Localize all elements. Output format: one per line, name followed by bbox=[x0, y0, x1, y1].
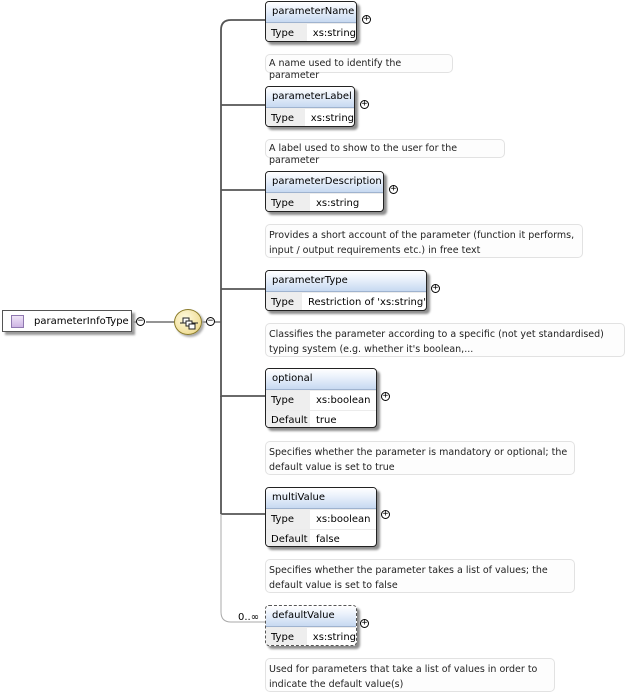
sequence-icon bbox=[180, 317, 198, 330]
element-parameter-label[interactable]: parameterLabel Type xs:string bbox=[265, 86, 355, 127]
plus-icon[interactable]: + bbox=[360, 99, 369, 109]
sequence-compositor[interactable] bbox=[174, 309, 202, 335]
element-property-row: Default true bbox=[266, 410, 376, 427]
cardinality-label: 0..∞ bbox=[238, 612, 260, 623]
plus-icon[interactable]: + bbox=[389, 184, 398, 194]
property-value: xs:boolean bbox=[316, 395, 371, 406]
root-type-label: parameterInfoType bbox=[34, 315, 129, 327]
property-value: true bbox=[316, 415, 337, 426]
property-key: Type bbox=[266, 109, 305, 126]
plus-icon[interactable]: + bbox=[381, 391, 390, 401]
element-parameter-type[interactable]: parameterType Type Restriction of 'xs:st… bbox=[265, 270, 427, 311]
element-documentation: A label used to show to the user for the… bbox=[265, 139, 505, 166]
property-key: Type bbox=[266, 510, 310, 529]
element-parameter-description[interactable]: parameterDescription Type xs:string bbox=[265, 171, 384, 212]
plus-icon[interactable]: + bbox=[360, 618, 369, 628]
minus-icon[interactable]: − bbox=[136, 316, 145, 326]
complex-type-icon bbox=[11, 314, 24, 328]
property-value: xs:boolean bbox=[316, 514, 371, 525]
element-property-row: Type xs:string bbox=[266, 627, 356, 645]
element-name: parameterLabel bbox=[266, 87, 354, 108]
minus-icon[interactable]: − bbox=[206, 316, 215, 326]
property-key: Default bbox=[266, 530, 310, 546]
element-multi-value[interactable]: multiValue Type xs:boolean Default false bbox=[265, 487, 377, 547]
property-key: Type bbox=[266, 293, 302, 310]
plus-icon[interactable]: + bbox=[381, 509, 390, 519]
root-type-node[interactable]: parameterInfoType bbox=[2, 310, 132, 332]
property-value: xs:string bbox=[312, 28, 356, 39]
element-documentation: Specifies whether the parameter is manda… bbox=[265, 441, 575, 475]
plus-icon[interactable]: + bbox=[362, 14, 371, 24]
element-documentation: A name used to identify the parameter bbox=[265, 54, 453, 81]
element-property-row: Type Restriction of 'xs:string' bbox=[266, 292, 426, 310]
property-key: Default bbox=[266, 411, 310, 427]
optional-branch-line bbox=[220, 514, 265, 623]
element-name: multiValue bbox=[266, 488, 376, 509]
element-parameter-name[interactable]: parameterName Type xs:string bbox=[265, 1, 357, 42]
element-name: parameterDescription bbox=[266, 172, 383, 193]
property-key: Type bbox=[266, 391, 310, 410]
element-property-row: Default false bbox=[266, 529, 376, 546]
element-documentation: Specifies whether the parameter takes a … bbox=[265, 559, 575, 593]
property-value: xs:string bbox=[316, 198, 360, 209]
plus-icon[interactable]: + bbox=[431, 283, 440, 293]
property-value: xs:string bbox=[310, 113, 354, 124]
element-optional[interactable]: optional Type xs:boolean Default true bbox=[265, 368, 377, 428]
trunk-line bbox=[220, 19, 265, 397]
element-property-row: Type xs:boolean bbox=[266, 390, 376, 410]
element-default-value[interactable]: defaultValue Type xs:string bbox=[265, 605, 357, 646]
element-name: parameterType bbox=[266, 271, 426, 292]
property-value: xs:string bbox=[312, 632, 356, 643]
property-key: Type bbox=[266, 628, 307, 645]
property-value: false bbox=[316, 534, 340, 545]
element-name: defaultValue bbox=[266, 606, 356, 627]
element-documentation: Classifies the parameter according to a … bbox=[265, 323, 625, 357]
element-property-row: Type xs:string bbox=[266, 193, 383, 211]
element-name: parameterName bbox=[266, 2, 356, 23]
element-property-row: Type xs:string bbox=[266, 23, 356, 41]
element-documentation: Used for parameters that take a list of … bbox=[265, 658, 555, 692]
property-value: Restriction of 'xs:string' bbox=[307, 297, 426, 308]
property-key: Type bbox=[266, 24, 307, 41]
property-key: Type bbox=[266, 194, 310, 211]
element-documentation: Provides a short account of the paramete… bbox=[265, 224, 583, 258]
element-property-row: Type xs:boolean bbox=[266, 509, 376, 529]
element-property-row: Type xs:string bbox=[266, 108, 354, 126]
element-name: optional bbox=[266, 369, 376, 390]
